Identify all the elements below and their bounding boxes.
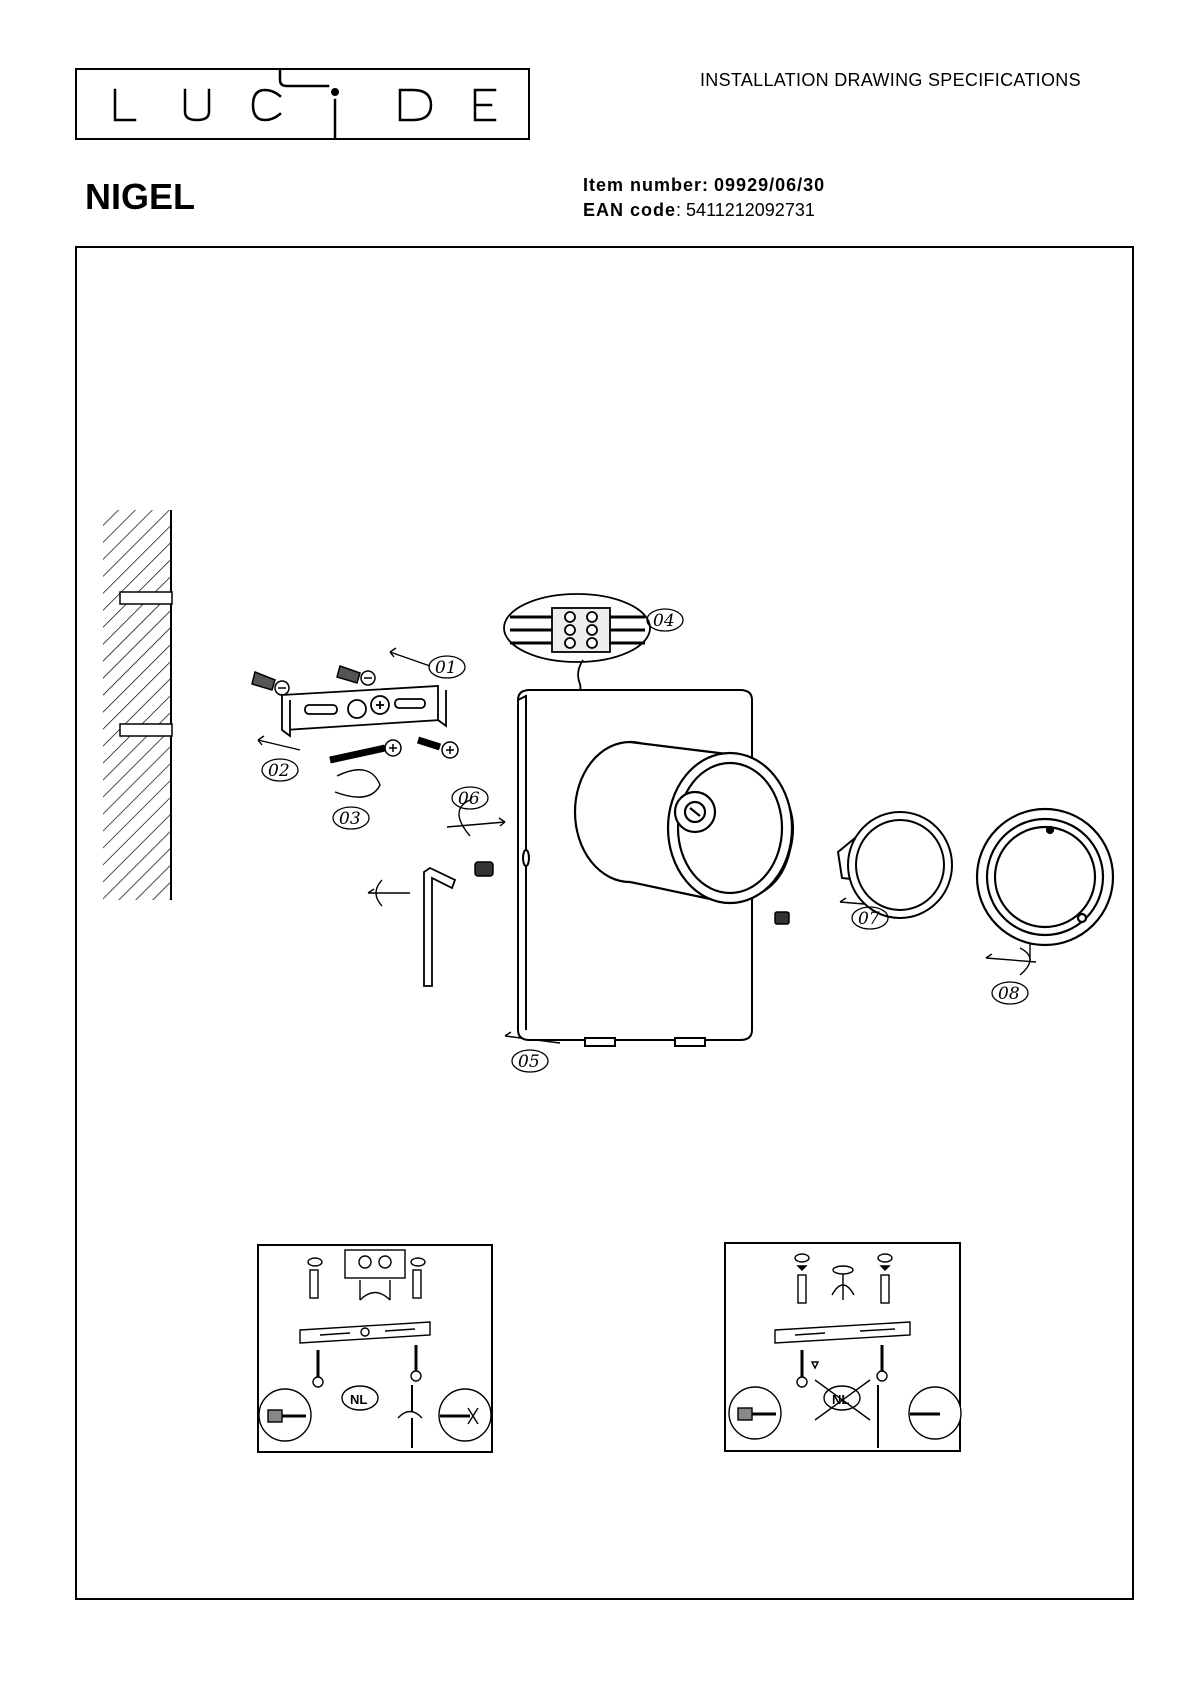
grub-screw (474, 861, 494, 877)
front-cover-ring (975, 807, 1115, 947)
document-type: INSTALLATION DRAWING SPECIFICATIONS (700, 70, 1081, 90)
body-side-screw (774, 911, 790, 925)
drawing-frame (75, 246, 1134, 1600)
wall-box-installation-inset: NL (257, 1244, 493, 1453)
left-inset-badge: NL (350, 1392, 367, 1407)
step-label-05: 05 (518, 1052, 540, 1072)
direct-wall-installation-inset: NL (724, 1242, 962, 1452)
step-label-06: 06 (458, 789, 480, 809)
mounting-screw-2 (416, 736, 459, 759)
gu10-bulb (836, 811, 953, 919)
step-label-07: 07 (858, 909, 880, 929)
product-meta: Item number: 09929/06/30 EAN code: 54112… (583, 173, 825, 223)
step-labels (261, 608, 1029, 1073)
wall-plug-screw-left (251, 670, 290, 696)
wall-section (103, 510, 173, 900)
step-label-01: 01 (435, 658, 457, 678)
spot-cylinder (573, 740, 795, 905)
item-number-row: Item number: 09929/06/30 (583, 173, 825, 198)
mounting-bracket (281, 685, 447, 738)
step-label-04: 04 (653, 611, 675, 631)
terminal-block-detail (503, 593, 651, 701)
product-name: NIGEL (85, 176, 196, 217)
hex-key (423, 866, 457, 987)
item-number-value: 09929/06/30 (714, 175, 826, 195)
item-number-label: Item number: (583, 175, 710, 195)
ean-code-value: 5411212092731 (686, 200, 815, 220)
wall-plug-screw-right (336, 665, 376, 686)
right-inset-badge: NL (832, 1392, 849, 1407)
ean-code-label: EAN code (583, 200, 677, 220)
mounting-screw-1 (329, 739, 402, 764)
step-label-08: 08 (998, 984, 1020, 1004)
lucide-logo (75, 68, 530, 140)
ean-code-row: EAN code: 5411212092731 (583, 200, 815, 220)
step-label-03: 03 (339, 809, 361, 829)
step-label-02: 02 (268, 761, 290, 781)
